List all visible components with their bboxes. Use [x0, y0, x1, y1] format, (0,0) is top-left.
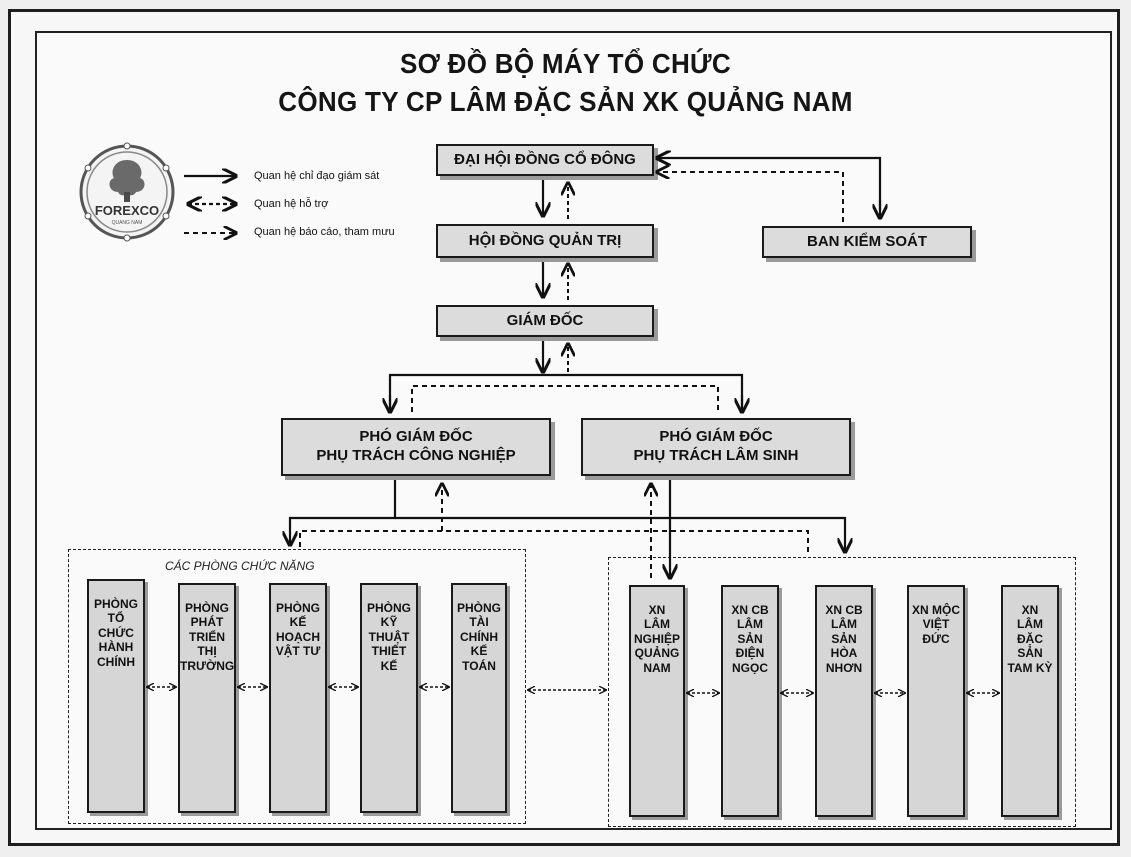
chart-title-line1: SƠ ĐỒ BỘ MÁY TỔ CHỨC: [399, 48, 732, 79]
box-xn-moc-viet-duc: XN MỘC VIỆT ĐỨC: [907, 585, 965, 817]
box-phong-phat-trien-thi-truong: PHÒNG PHÁT TRIỂN THỊ TRƯỜNG: [178, 583, 236, 813]
box-xn-lam-nghiep-quang-nam: XN LÂM NGHIỆP QUẢNG NAM: [629, 585, 685, 817]
box-phong-tai-chinh-ke-toan: PHÒNG TÀI CHÍNH KẾ TOÁN: [451, 583, 507, 813]
box-hoi-dong-quan-tri: HỘI ĐỒNG QUẢN TRỊ: [436, 224, 654, 258]
group-phong-chuc-nang: [68, 549, 526, 824]
legend-solid-label: Quan hệ chỉ đạo giám sát: [254, 170, 380, 182]
group-xi-nghiep: [608, 557, 1076, 827]
legend-dotted-label: Quan hệ hỗ trợ: [254, 198, 329, 210]
box-dai-hoi-dong-co-dong: ĐẠI HỘI ĐỒNG CỔ ĐÔNG: [436, 144, 654, 176]
chart-title-line2: CÔNG TY CP LÂM ĐẶC SẢN XK QUẢNG NAM: [278, 86, 853, 117]
box-xn-lam-dac-san-tam-ky: XN LÂM ĐẶC SẢN TAM KỲ: [1001, 585, 1059, 817]
forexco-logo: FOREXCO QUANG NAM: [79, 142, 175, 242]
legend-dashed-label: Quan hệ báo cáo, tham mưu: [254, 226, 395, 238]
svg-text:QUANG NAM: QUANG NAM: [112, 220, 143, 226]
box-ban-kiem-soat: BAN KIỂM SOÁT: [762, 226, 972, 258]
box-giam-doc: GIÁM ĐỐC: [436, 305, 654, 337]
box-xn-cb-lam-san-dien-ngoc: XN CB LÂM SẢN ĐIỆN NGỌC: [721, 585, 779, 817]
group-phong-chuc-nang-title: CÁC PHÒNG CHỨC NĂNG: [165, 559, 315, 573]
box-phong-to-chuc-hanh-chinh: PHÒNG TỔ CHỨC HÀNH CHÍNH: [87, 579, 145, 813]
svg-text:FOREXCO: FOREXCO: [95, 203, 159, 218]
box-phong-ky-thuat-thiet-ke: PHÒNG KỸ THUẬT THIẾT KẾ: [360, 583, 418, 813]
box-xn-cb-lam-san-hoa-nhon: XN CB LÂM SẢN HÒA NHƠN: [815, 585, 873, 817]
box-phong-ke-hoach-vat-tu: PHÒNG KẾ HOẠCH VẬT TƯ: [269, 583, 327, 813]
